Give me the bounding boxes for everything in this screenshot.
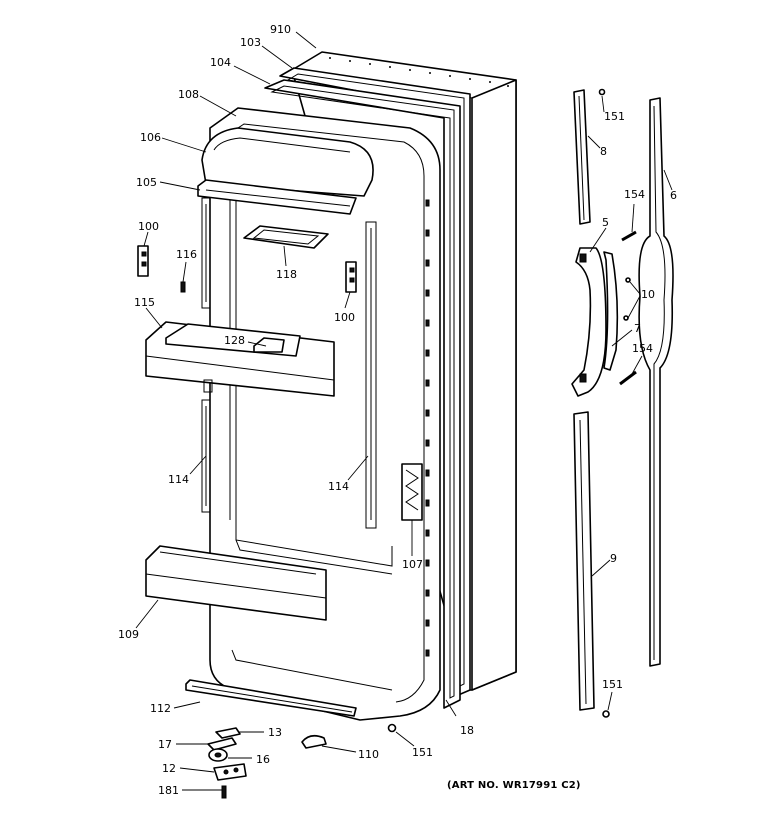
label-5: 5 [602, 216, 609, 229]
screw-151-right [602, 710, 610, 718]
label-7: 7 [634, 322, 641, 335]
label-105: 105 [136, 176, 157, 189]
label-100-right: 100 [334, 311, 355, 324]
label-104: 104 [210, 56, 231, 69]
shelf-bracket-right [345, 261, 357, 293]
screw-10a [625, 277, 631, 283]
stud-116 [180, 281, 186, 293]
door-stop-107 [401, 463, 423, 521]
butter-tray-insert [243, 225, 329, 249]
label-910: 910 [270, 23, 291, 36]
label-181: 181 [158, 784, 179, 797]
label-110: 110 [358, 748, 379, 761]
label-100-left: 100 [138, 220, 159, 233]
label-106: 106 [140, 131, 161, 144]
gasket-6 [638, 97, 674, 667]
leader-lines [135, 31, 673, 791]
handle-trim-9 [573, 411, 595, 711]
handle-5 [571, 247, 607, 397]
label-17: 17 [158, 738, 172, 751]
door-bin-lower [145, 545, 327, 621]
label-16: 16 [256, 753, 270, 766]
panel-screw-holes [329, 57, 509, 87]
screw-151-top [598, 88, 606, 96]
shelf-bracket-left [137, 245, 149, 277]
hinge-cam-17 [207, 737, 237, 751]
label-112: 112 [150, 702, 171, 715]
label-10: 10 [641, 288, 655, 301]
screw-10b [623, 315, 629, 321]
part-labels: 910 103 104 108 106 105 100 116 118 100 … [118, 23, 677, 797]
screw-154-bottom [619, 370, 637, 386]
label-128: 128 [224, 334, 245, 347]
hinge-plate-13 [215, 727, 241, 739]
label-151-right: 151 [602, 678, 623, 691]
dairy-compartment [197, 127, 374, 215]
label-107: 107 [402, 558, 423, 571]
label-115: 115 [134, 296, 155, 309]
door-gasket-frame [264, 67, 471, 709]
label-151-bottom: 151 [412, 746, 433, 759]
label-154-top: 154 [624, 188, 645, 201]
label-13: 13 [268, 726, 282, 739]
screw-181 [221, 785, 227, 799]
cap-110 [301, 734, 327, 749]
handle-trim-8 [573, 89, 591, 225]
label-6: 6 [670, 189, 677, 202]
art-number-caption: (ART NO. WR17991 C2) [447, 780, 581, 791]
label-151-top: 151 [604, 110, 625, 123]
screw-154-top [621, 230, 637, 242]
hinge-bushing-16 [208, 748, 228, 762]
label-8: 8 [600, 145, 607, 158]
label-108: 108 [178, 88, 199, 101]
hinge-pin-12 [213, 763, 247, 781]
label-103: 103 [240, 36, 261, 49]
bottom-trim-112 [185, 679, 357, 717]
label-118: 118 [276, 268, 297, 281]
door-bin-upper [145, 321, 335, 397]
label-116: 116 [176, 248, 197, 261]
handle-insert-7 [603, 251, 619, 371]
liner-flange-holes [425, 199, 430, 657]
label-154-bottom: 154 [632, 342, 653, 355]
label-12: 12 [162, 762, 176, 775]
screw-151-bottom [387, 723, 397, 733]
label-114-right: 114 [328, 480, 349, 493]
label-109: 109 [118, 628, 139, 641]
label-18: 18 [460, 724, 474, 737]
label-9: 9 [610, 552, 617, 565]
label-114-left: 114 [168, 473, 189, 486]
